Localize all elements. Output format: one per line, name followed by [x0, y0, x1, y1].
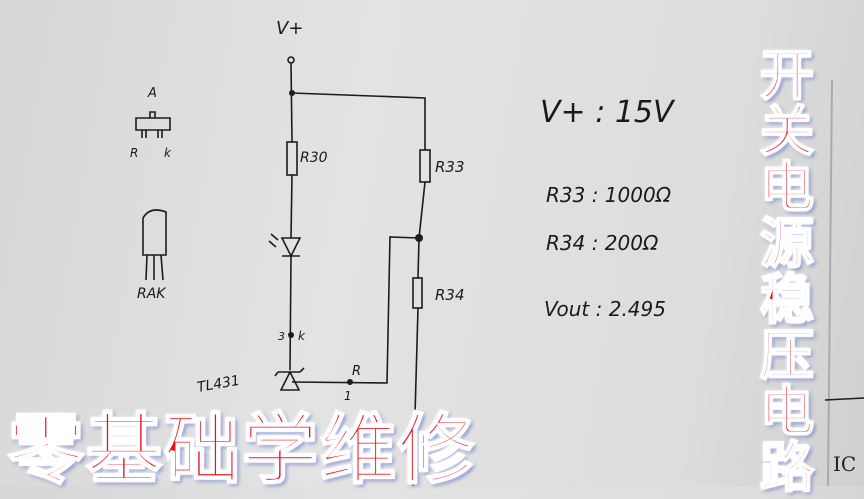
edge-label: IC — [833, 452, 857, 476]
k-pin-label: k — [298, 329, 306, 343]
vertical-title: 开 关 电 源 稳 压 电 路 — [742, 44, 832, 499]
note-vout: Vout : 2.495 — [544, 297, 666, 321]
node-k — [288, 332, 294, 338]
title-char: 压 — [759, 324, 815, 387]
sot-pin-a: A — [147, 86, 157, 101]
title-char: 关 — [759, 100, 815, 163]
r30-label: R30 — [300, 150, 328, 166]
title-char: 稳 — [759, 268, 815, 331]
title-char: 电 — [759, 156, 815, 219]
sot-pin-r: R — [130, 146, 138, 160]
resistor-r34 — [412, 277, 423, 309]
ref-pin: 1 — [344, 389, 352, 403]
k-pin-number: 3 — [278, 330, 285, 343]
note-r33: R33 : 1000Ω — [546, 183, 672, 207]
to92-package-icon — [142, 209, 167, 281]
sot-package-icon — [135, 111, 171, 138]
ic-label: TL431 — [196, 373, 241, 396]
title-char: 电 — [759, 380, 815, 443]
resistor-r30 — [286, 141, 298, 176]
led-icon — [268, 233, 302, 258]
title-char: 开 — [759, 44, 815, 107]
r34-label: R34 — [435, 286, 465, 304]
circuit-wires — [289, 62, 426, 486]
supply-terminal — [287, 56, 295, 64]
board-edge — [827, 79, 833, 486]
note-r34: R34 : 200Ω — [546, 231, 659, 255]
tl431-symbol — [274, 367, 305, 391]
caption: 零基础学维修 — [7, 404, 476, 495]
to92-pins: RAK — [137, 286, 167, 302]
title-char: 路 — [759, 436, 815, 499]
junction-top — [289, 90, 295, 96]
node-ref — [347, 379, 353, 385]
title-char: 源 — [759, 212, 815, 275]
whiteboard-schematic: V+ R30 R33 R34 k 3 R 1 TL431 A R k RAK V… — [130, 18, 864, 486]
edge-wire — [824, 397, 864, 401]
junction-divider — [415, 234, 423, 242]
resistor-r33 — [419, 149, 431, 183]
r33-label: R33 — [435, 158, 465, 176]
supply-label: V+ — [276, 18, 303, 39]
sot-pin-k: k — [164, 146, 172, 160]
ref-label: R — [352, 364, 361, 379]
note-supply: V+ : 15V — [540, 95, 676, 130]
